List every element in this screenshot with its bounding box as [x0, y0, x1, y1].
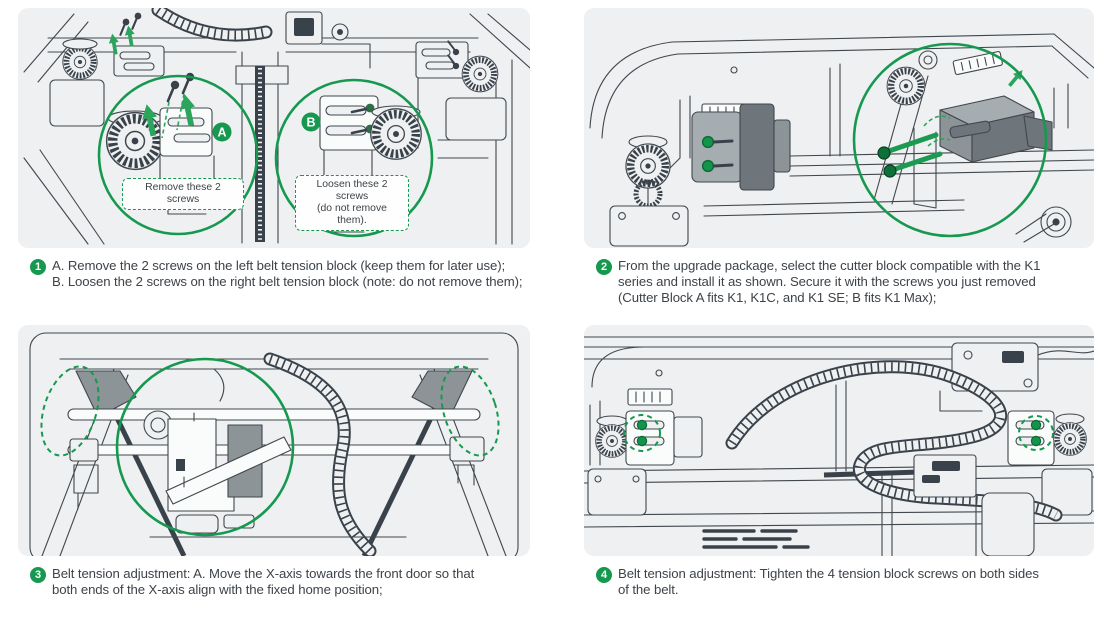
- step4-illustration: [584, 325, 1094, 556]
- step1-caption-text: A. Remove the 2 screws on the left belt …: [52, 258, 523, 289]
- step2-illustration: [584, 8, 1094, 248]
- step2-caption-text: From the upgrade package, select the cut…: [618, 258, 1041, 305]
- step3-caption-text: Belt tension adjustment: A. Move the X-a…: [52, 566, 475, 597]
- step1-line-art: [23, 8, 530, 245]
- step3-caption: 3 Belt tension adjustment: A. Move the X…: [18, 566, 542, 598]
- step2-number-badge: 2: [596, 259, 612, 275]
- step2-caption: 2 From the upgrade package, select the c…: [584, 258, 1095, 306]
- marker-b-badge: B: [301, 112, 321, 132]
- step3-number-badge: 3: [30, 567, 46, 583]
- callout-loosen-screws: Loosen these 2 screws (do not remove the…: [295, 175, 409, 231]
- step4-line-art: [584, 336, 1094, 556]
- callout-remove-screws: Remove these 2 screws: [122, 178, 244, 210]
- step4-caption: 4 Belt tension adjustment: Tighten the 4…: [584, 566, 1095, 598]
- step4-number-badge: 4: [596, 567, 612, 583]
- step1-number-badge: 1: [30, 259, 46, 275]
- step3-illustration: [18, 325, 530, 556]
- step1-caption: 1 A. Remove the 2 screws on the left bel…: [18, 258, 542, 290]
- step1-illustration: A B Remove these 2 screws Loosen these 2…: [18, 8, 530, 248]
- step4-caption-text: Belt tension adjustment: Tighten the 4 t…: [618, 566, 1039, 597]
- marker-a-badge: A: [212, 122, 232, 142]
- step3-line-art: [29, 332, 519, 556]
- step2-line-art: [589, 33, 1094, 247]
